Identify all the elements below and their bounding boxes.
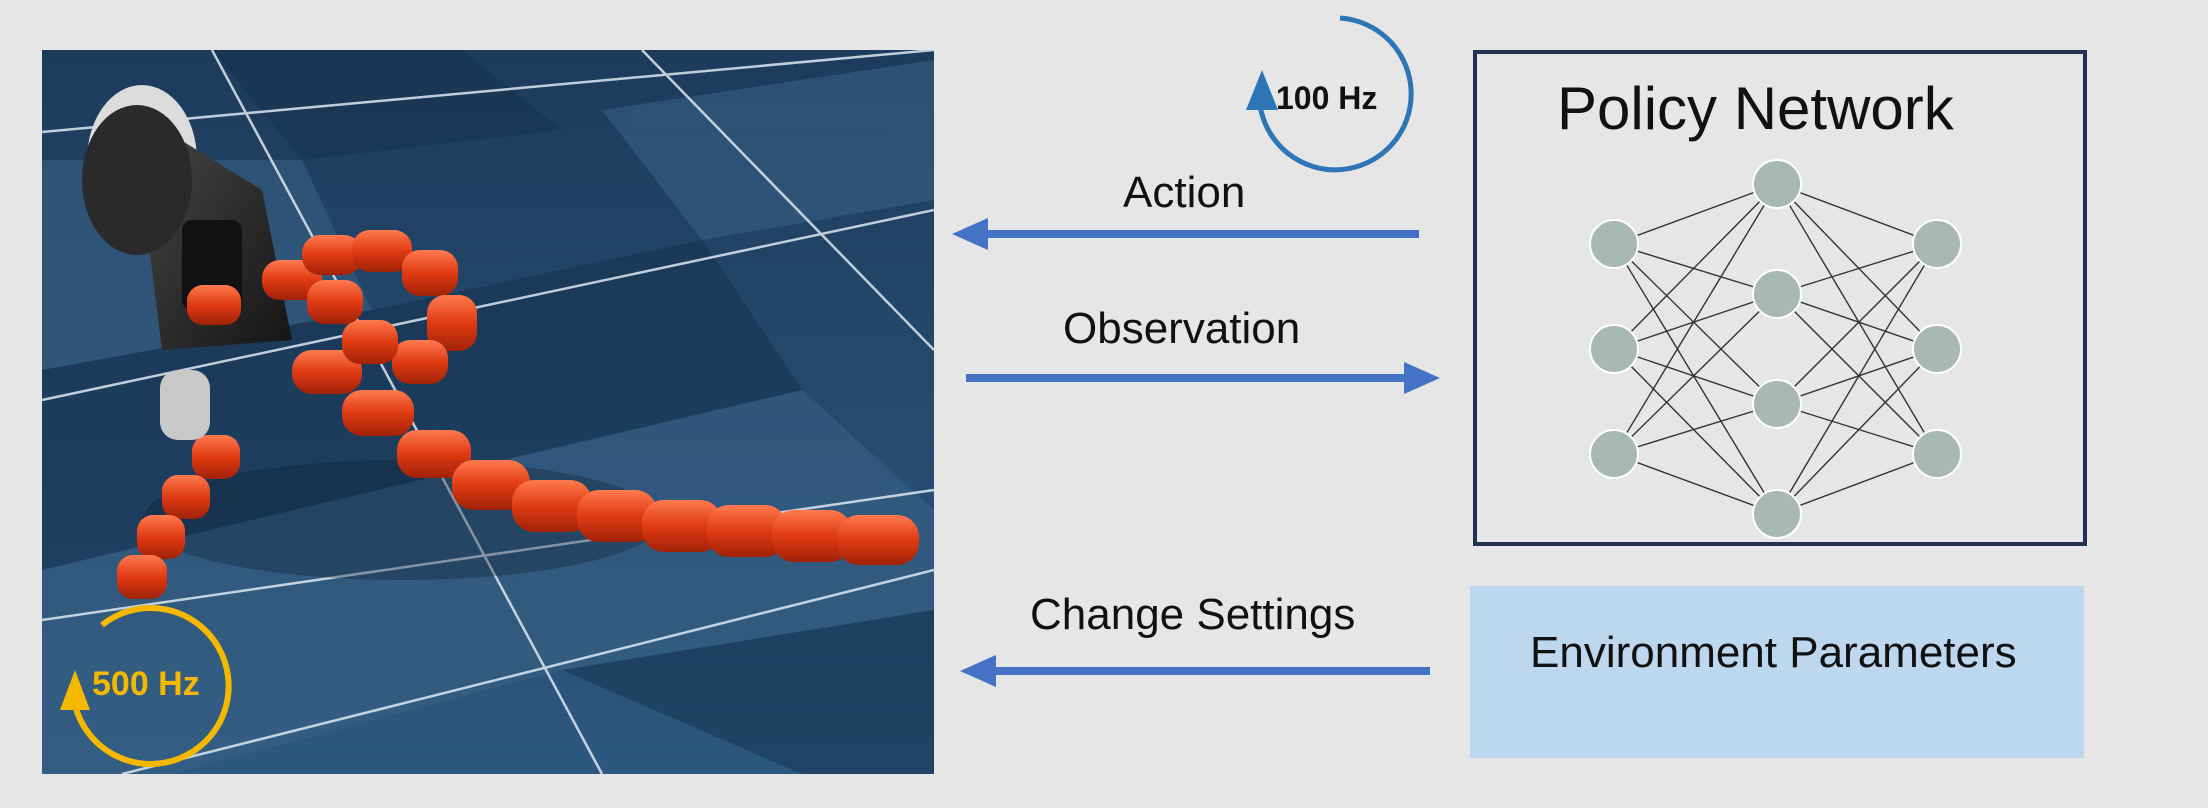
network-edge xyxy=(1613,183,1778,455)
network-edge xyxy=(1776,348,1938,515)
network-edge xyxy=(1776,403,1938,455)
environment-parameters-label: Environment Parameters xyxy=(1530,628,2017,677)
network-node-layer-3 xyxy=(1912,219,1962,269)
network-edge xyxy=(1776,293,1938,455)
action-label: Action xyxy=(1123,168,1246,217)
network-node-layer-3 xyxy=(1912,324,1962,374)
network-edge xyxy=(1776,293,1938,350)
network-edge xyxy=(1613,243,1778,515)
network-edge xyxy=(1613,183,1778,350)
network-edge xyxy=(1776,348,1938,405)
change-settings-arrow xyxy=(960,655,1430,687)
network-edges xyxy=(1613,183,1938,515)
network-edge xyxy=(1613,183,1778,245)
network-edge xyxy=(1613,243,1778,295)
motor-base xyxy=(82,85,292,350)
network-node-layer-2 xyxy=(1752,159,1802,209)
policy-rate-label: 100 Hz xyxy=(1276,80,1378,116)
sim-rate-loop-icon xyxy=(60,604,232,767)
neural-network-diagram xyxy=(1589,159,1962,539)
change-settings-label: Change Settings xyxy=(1030,590,1356,639)
network-edge xyxy=(1613,293,1778,455)
network-node-layer-2 xyxy=(1752,269,1802,319)
network-node-layer-1 xyxy=(1589,429,1639,479)
network-node-layer-1 xyxy=(1589,324,1639,374)
action-arrow xyxy=(952,218,1419,250)
network-node-layer-2 xyxy=(1752,379,1802,429)
network-edge xyxy=(1776,453,1938,515)
simulation-scene: 500 Hz xyxy=(42,50,934,774)
network-edge xyxy=(1776,243,1938,295)
observation-label: Observation xyxy=(1063,304,1301,353)
network-edge xyxy=(1776,243,1938,515)
network-node-layer-1 xyxy=(1589,219,1639,269)
network-nodes xyxy=(1589,159,1962,539)
network-node-layer-2 xyxy=(1752,489,1802,539)
policy-network-title: Policy Network xyxy=(1557,75,1954,142)
simulation-render: 500 Hz xyxy=(42,50,934,774)
environment-parameters-box: Environment Parameters xyxy=(1470,586,2084,758)
network-edge xyxy=(1776,183,1938,350)
observation-arrow xyxy=(966,362,1440,394)
robot-fingers xyxy=(117,230,919,599)
network-edge xyxy=(1776,243,1938,405)
network-edge xyxy=(1613,348,1778,515)
network-node-layer-3 xyxy=(1912,429,1962,479)
network-edge xyxy=(1776,183,1938,455)
network-edge xyxy=(1613,293,1778,350)
network-edge xyxy=(1613,243,1778,405)
sim-rate-label: 500 Hz xyxy=(92,665,200,703)
policy-rate-loop-icon xyxy=(1246,15,1414,173)
network-edge xyxy=(1776,183,1938,245)
network-edge xyxy=(1613,453,1778,515)
finger-joint xyxy=(160,370,210,440)
network-edge xyxy=(1613,348,1778,405)
network-edge xyxy=(1613,403,1778,455)
policy-network-box: Policy Network xyxy=(1473,50,2087,546)
